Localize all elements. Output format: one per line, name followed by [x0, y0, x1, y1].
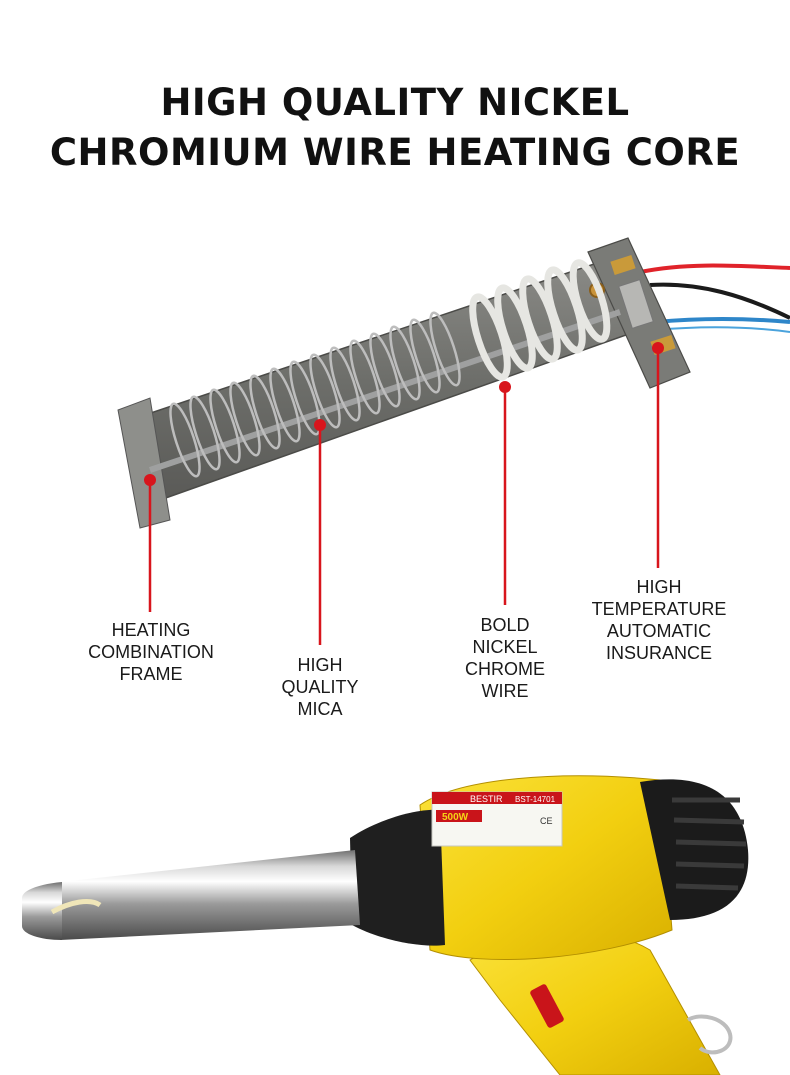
terminal-top — [610, 254, 636, 276]
air-intake — [640, 779, 749, 920]
callout-lines — [144, 342, 664, 645]
hang-ring — [686, 1014, 733, 1055]
heat-gun-icon: BESTIR BST-14701 500W CE — [22, 775, 749, 1075]
callout-insurance-line-3: AUTOMATIC — [606, 621, 712, 641]
callout-dot-mica — [314, 419, 326, 431]
title-line-2: CHROMIUM WIRE HEATING CORE — [49, 131, 741, 174]
callout-insurance-line-4: INSURANCE — [605, 643, 712, 663]
callout-wire-line-3: CHROME — [465, 659, 545, 679]
red-wire — [639, 263, 790, 274]
callout-dot-frame — [144, 474, 156, 486]
coil-group — [169, 259, 611, 478]
callout-frame-line-1: HEATING — [111, 620, 191, 640]
callout-heating-frame: HEATING COMBINATION FRAME — [72, 619, 230, 685]
callout-dot-wire — [499, 381, 511, 393]
page-title: HIGH QUALITY NICKEL CHROMIUM WIRE HEATIN… — [0, 78, 790, 178]
label-brand: BESTIR — [470, 794, 503, 804]
callout-wire-line-4: WIRE — [481, 681, 529, 701]
blue-wire — [654, 317, 790, 324]
callout-insurance-line-1: HIGH — [636, 577, 682, 597]
callout-chrome-wire: BOLD NICKEL CHROME WIRE — [447, 614, 563, 702]
nozzle-barrel — [60, 850, 360, 940]
callout-dot-insurance — [652, 342, 664, 354]
callout-wire-line-2: NICKEL — [472, 637, 538, 657]
callout-mica-line-3: MICA — [297, 699, 343, 719]
callout-frame-line-3: FRAME — [119, 664, 183, 684]
callout-mica-line-1: HIGH — [297, 655, 343, 675]
callout-insurance-line-2: TEMPERATURE — [591, 599, 727, 619]
intake-fins — [672, 797, 747, 891]
callout-frame-line-2: COMBINATION — [88, 642, 214, 662]
label-power-band — [436, 810, 482, 822]
gun-trigger — [530, 984, 564, 1028]
label-ce: CE — [540, 816, 553, 826]
label-model: BST-14701 — [515, 795, 556, 804]
title-line-1: HIGH QUALITY NICKEL — [160, 81, 630, 124]
callout-mica-line-2: QUALITY — [281, 677, 359, 697]
callout-insurance: HIGH TEMPERATURE AUTOMATIC INSURANCE — [584, 576, 734, 664]
front-collar — [350, 809, 445, 946]
nozzle-reflection — [50, 899, 102, 915]
mica-board — [129, 261, 642, 501]
left-frame — [117, 397, 171, 529]
thermostat-switch — [618, 279, 654, 329]
label-band — [432, 792, 562, 804]
callout-wire-line-1: BOLD — [480, 615, 530, 635]
heating-core-icon — [117, 237, 790, 529]
label-power: 500W — [442, 812, 469, 823]
nozzle-tip — [22, 882, 62, 940]
black-wire — [649, 282, 790, 320]
callout-mica: HIGH QUALITY MICA — [262, 654, 378, 720]
blue-wire-2 — [654, 326, 790, 333]
